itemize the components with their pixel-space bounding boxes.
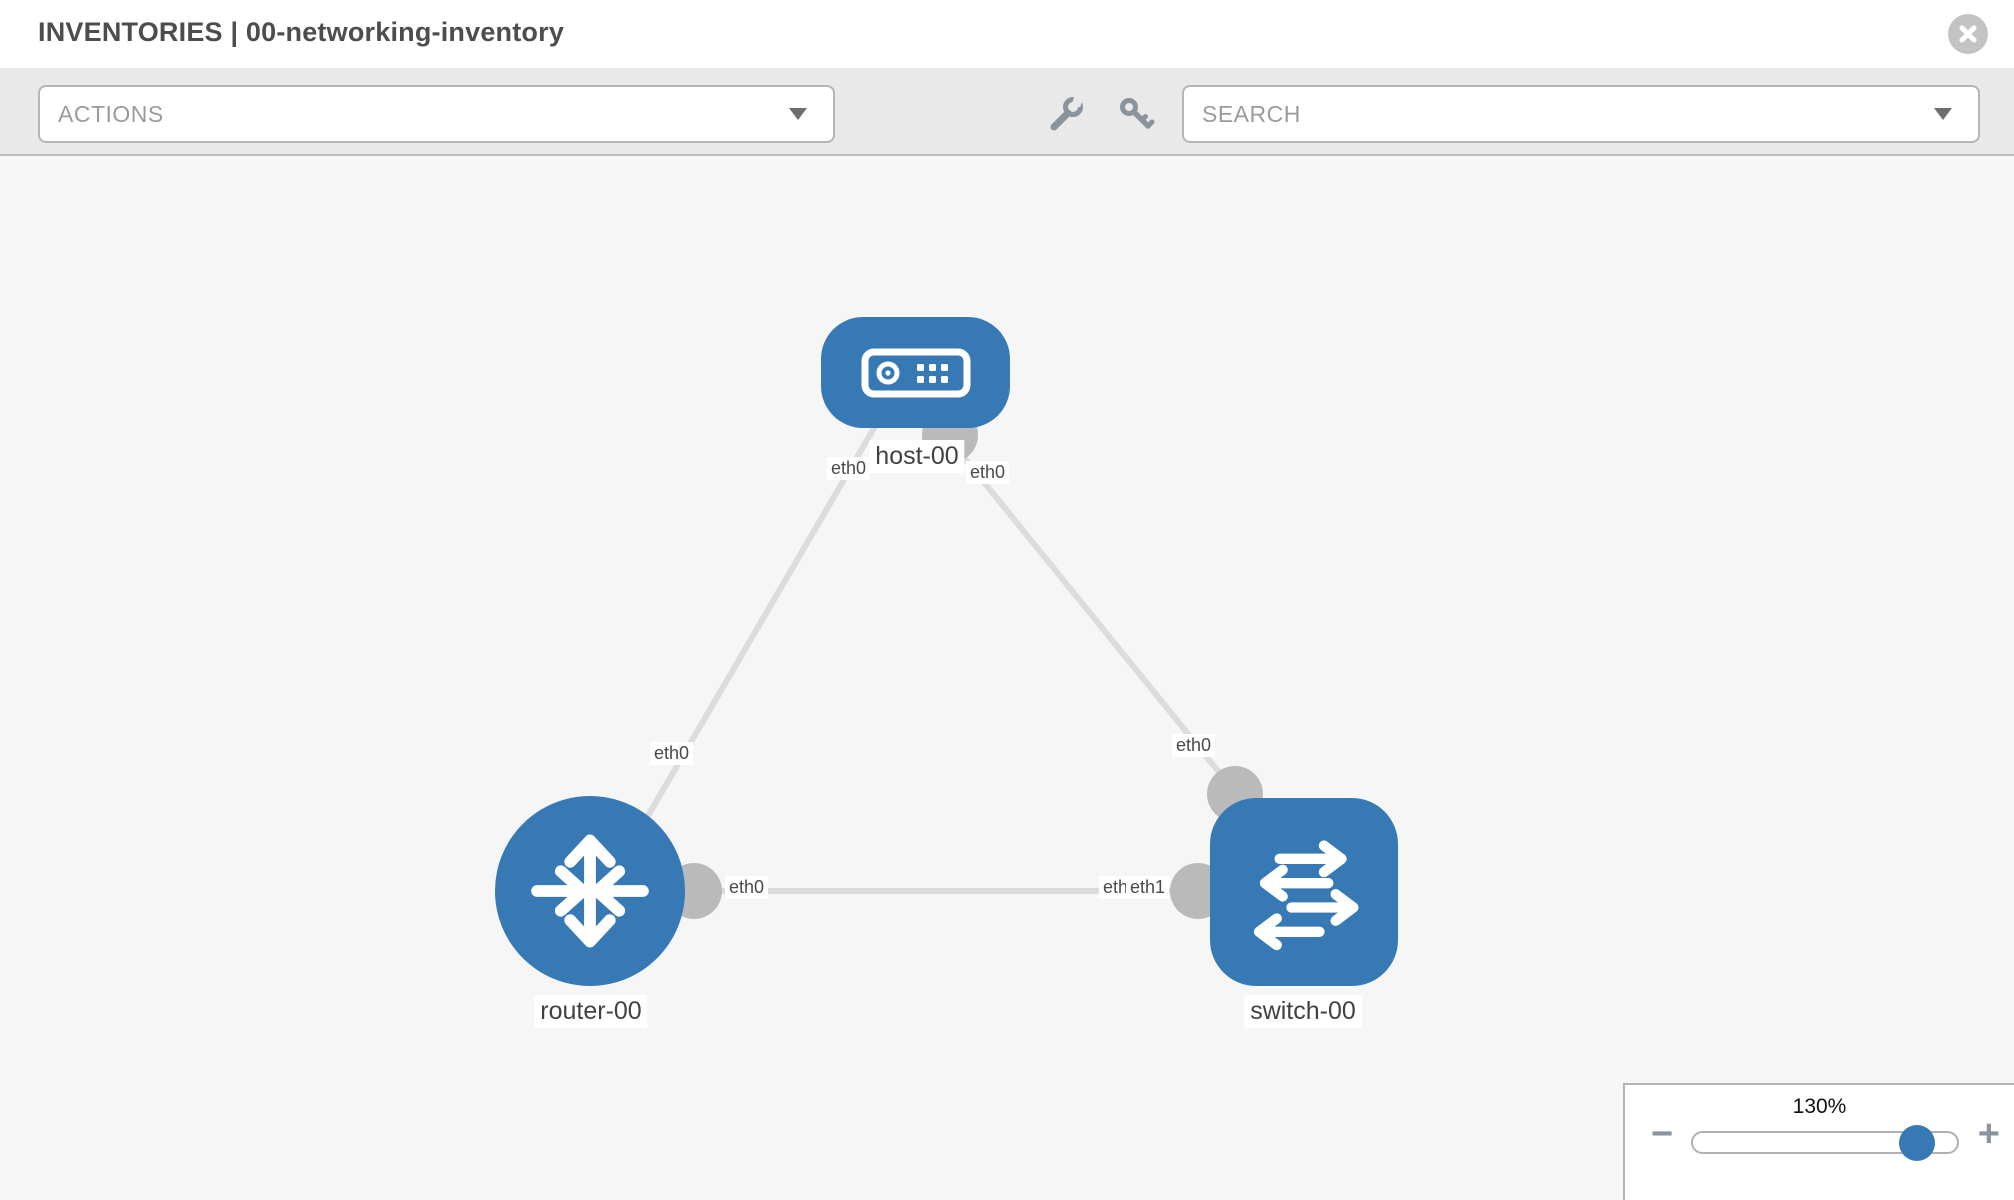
iface-label-switch-eth0-uplink: eth0 — [1172, 734, 1216, 757]
iface-label-host-eth0-left: eth0 — [827, 457, 871, 480]
search-dropdown-label: SEARCH — [1202, 100, 1301, 127]
link-host-router[interactable] — [625, 421, 880, 852]
zoom-level-value: 130% — [1792, 1095, 1847, 1118]
iface-label-switch-eth1: eth1 — [1126, 876, 1170, 899]
zoom-control-panel: 130% − + — [1623, 1083, 2014, 1200]
iface-label-host-eth0-right: eth0 — [966, 461, 1010, 484]
node-label-host[interactable]: host-00 — [869, 440, 965, 473]
zoom-out-button[interactable]: − — [1651, 1113, 1674, 1155]
search-dropdown[interactable]: SEARCH — [1182, 85, 1980, 143]
page-title: INVENTORIES | 00-networking-inventory — [38, 17, 565, 47]
close-x-glyph — [1959, 25, 1977, 43]
router-icon — [531, 834, 649, 948]
close-icon[interactable] — [1948, 14, 1988, 54]
node-host-00[interactable] — [821, 317, 1010, 428]
server-icon — [861, 348, 970, 397]
node-label-router[interactable]: router-00 — [534, 995, 648, 1028]
topology-links — [625, 407, 1263, 919]
key-icon[interactable] — [1116, 94, 1156, 134]
node-router-00[interactable] — [495, 796, 685, 986]
actions-dropdown-label: ACTIONS — [58, 100, 164, 127]
toolbar: ACTIONS SEARCH — [0, 68, 2014, 156]
iface-label-router-eth0: eth0 — [725, 876, 769, 899]
wrench-icon[interactable] — [1046, 94, 1086, 134]
node-label-switch[interactable]: switch-00 — [1244, 995, 1362, 1028]
zoom-slider-track[interactable] — [1691, 1125, 1959, 1161]
header: INVENTORIES | 00-networking-inventory — [0, 0, 2014, 68]
actions-dropdown[interactable]: ACTIONS — [38, 85, 835, 143]
chevron-down-icon — [789, 108, 807, 120]
zoom-in-button[interactable]: + — [1977, 1113, 2000, 1155]
chevron-down-icon — [1934, 108, 1952, 120]
node-switch-00[interactable] — [1210, 798, 1398, 986]
zoom-slider-knob[interactable] — [1899, 1125, 1935, 1161]
switch-icon — [1253, 840, 1359, 951]
topology-canvas[interactable]: host-00 router-00 switch-00 eth0 eth0 et… — [0, 158, 2014, 1200]
iface-label-router-eth0-uplink: eth0 — [650, 742, 694, 765]
